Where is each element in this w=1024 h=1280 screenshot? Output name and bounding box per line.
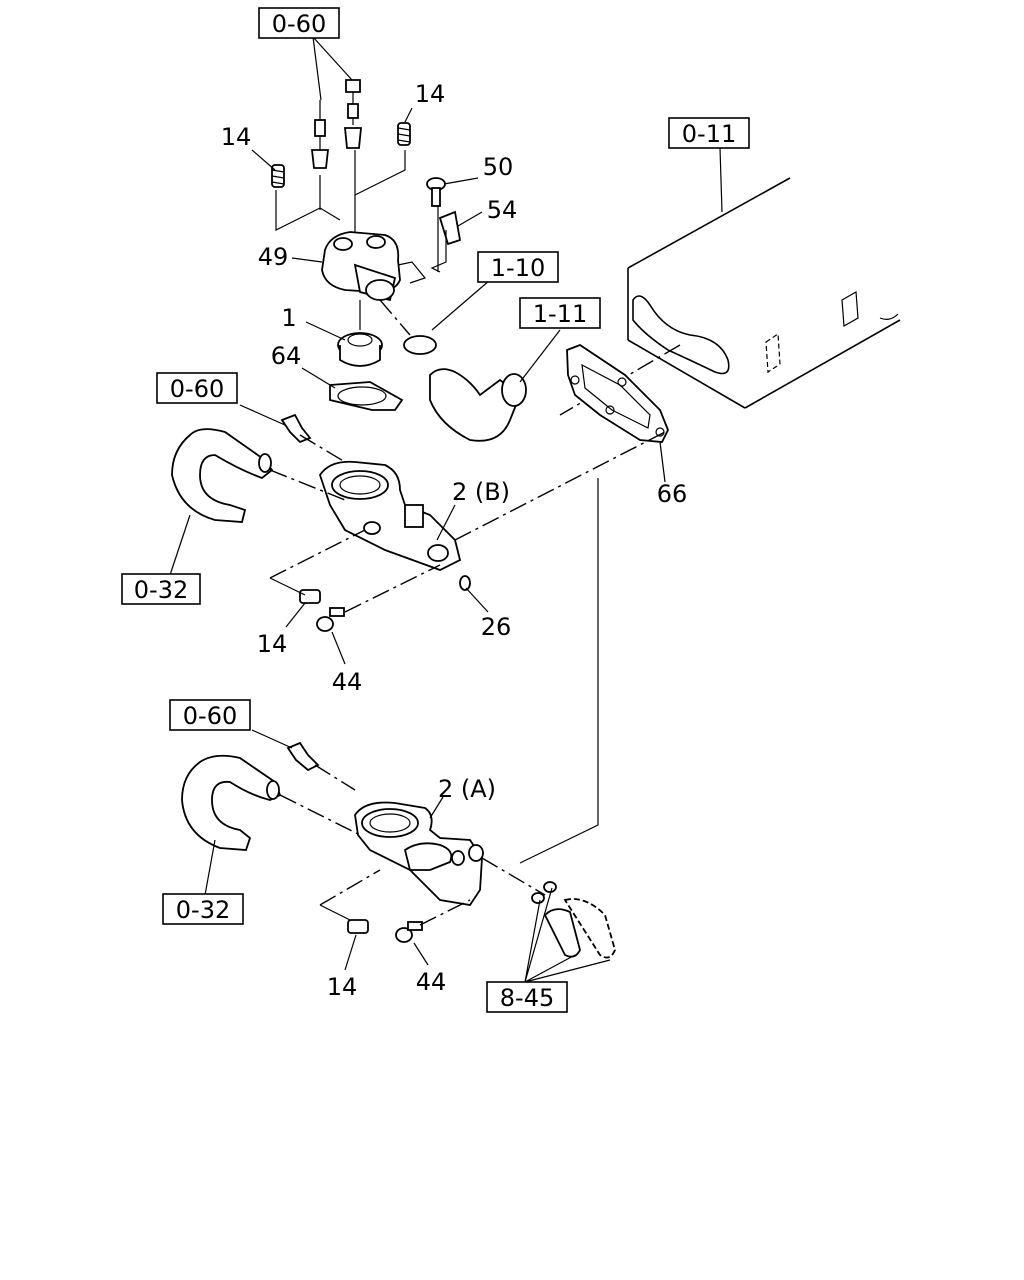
- ref-box-060-top: 0-60: [258, 7, 340, 39]
- svg-text:0-11: 0-11: [682, 120, 736, 148]
- callout-14-top-left: 14: [221, 123, 252, 151]
- sensor-low: [286, 741, 320, 772]
- svg-text:1-10: 1-10: [491, 254, 545, 282]
- callout-1: 1: [281, 304, 296, 332]
- ref-box-060-mid: 0-60: [156, 372, 238, 404]
- svg-text:0-32: 0-32: [134, 576, 188, 604]
- ref-box-011: 0-11: [668, 117, 750, 149]
- stud-14-low: [347, 919, 369, 934]
- callout-66: 66: [657, 480, 688, 508]
- leader-lines: [169, 36, 723, 983]
- callout-64: 64: [271, 342, 302, 370]
- callout-14-top-right: 14: [415, 80, 446, 108]
- callout-14-low: 14: [327, 973, 358, 1001]
- bracket-54: [430, 210, 462, 273]
- hose-clamp: [403, 335, 437, 355]
- bolt-44-low: [395, 921, 423, 943]
- sensor-mid: [280, 413, 312, 444]
- ref-box-845: 8-45: [486, 981, 568, 1013]
- svg-text:0-60: 0-60: [170, 375, 224, 403]
- water-pipe-2b: [319, 460, 462, 571]
- svg-text:0-32: 0-32: [176, 896, 230, 924]
- bolt-44-mid: [316, 607, 345, 632]
- callout-2b: 2 (B): [452, 478, 510, 506]
- ref-box-032-mid: 0-32: [121, 573, 201, 605]
- ref-box-110: 1-10: [477, 251, 559, 283]
- stud-14-mid: [299, 589, 321, 604]
- assembly-lines: [269, 150, 666, 926]
- washer-26: [459, 575, 471, 591]
- callout-50: 50: [483, 153, 514, 181]
- temperature-sensors: [310, 79, 362, 169]
- callout-labels: 14 14 50 54 49 1 64 66 2 (B) 26 14 44 2 …: [221, 80, 688, 1001]
- callout-14-mid: 14: [257, 630, 288, 658]
- ref-box-111: 1-11: [519, 297, 601, 329]
- radiator-hose: [429, 368, 527, 442]
- ref-box-060-low: 0-60: [169, 699, 251, 731]
- callout-44-low: 44: [416, 968, 447, 996]
- bolt-50: [426, 177, 446, 207]
- callout-26: 26: [481, 613, 512, 641]
- gasket-64: [329, 381, 404, 411]
- thermostat-housing-49: [321, 231, 427, 302]
- bypass-hose-mid: [171, 428, 274, 523]
- bypass-hose-low: [181, 754, 282, 851]
- svg-text:8-45: 8-45: [500, 984, 554, 1012]
- callout-54: 54: [487, 196, 518, 224]
- stud-14-top-right: [397, 122, 411, 146]
- callout-44-mid: 44: [332, 668, 363, 696]
- hoses-8-45: [531, 881, 616, 959]
- svg-text:0-60: 0-60: [183, 702, 237, 730]
- stud-14-top-left: [271, 164, 285, 188]
- svg-text:1-11: 1-11: [533, 300, 587, 328]
- gasket-66: [566, 343, 669, 443]
- callout-49: 49: [258, 243, 289, 271]
- callout-2a: 2 (A): [438, 775, 496, 803]
- svg-text:0-60: 0-60: [272, 10, 326, 38]
- ref-box-032-low: 0-32: [162, 893, 244, 925]
- water-pipe-2a: [354, 801, 484, 906]
- thermostat-1: [337, 332, 383, 367]
